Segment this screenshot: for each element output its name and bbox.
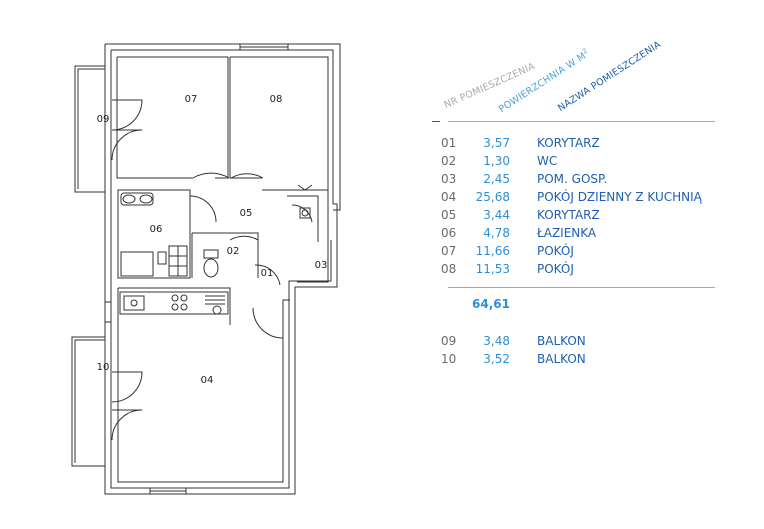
room-name: WC <box>537 154 558 168</box>
room-name: KORYTARZ <box>537 208 600 222</box>
plan-room-label: 07 <box>185 94 198 105</box>
room-name: POM. GOSP. <box>537 172 608 186</box>
header-dash <box>432 121 440 122</box>
room-name: KORYTARZ <box>537 136 600 150</box>
room-number: 08 <box>441 262 457 276</box>
room-area: 4,78 <box>483 226 510 240</box>
room-name: POKÓJ <box>537 244 574 258</box>
plan-room-label: 09 <box>97 114 110 125</box>
plan-room-label: 01 <box>261 268 274 279</box>
room-area: 2,45 <box>483 172 510 186</box>
room-number: 04 <box>441 190 457 204</box>
room-number: 03 <box>441 172 457 186</box>
plan-room-label: 08 <box>270 94 283 105</box>
room-number: 07 <box>441 244 457 258</box>
room-area: 3,48 <box>483 334 510 348</box>
plan-room-label: 05 <box>240 208 253 219</box>
room-area: 11,53 <box>475 262 510 276</box>
room-name: POKÓJ <box>537 262 574 276</box>
room-area: 3,52 <box>483 352 510 366</box>
total-separator <box>448 287 715 288</box>
room-name: POKÓJ DZIENNY Z KUCHNIĄ <box>537 190 702 204</box>
room-name: BALKON <box>537 334 586 348</box>
header-underline <box>448 121 715 122</box>
room-number: 10 <box>441 352 457 366</box>
room-number: 05 <box>441 208 457 222</box>
plan-room-label: 02 <box>227 246 240 257</box>
room-number: 09 <box>441 334 457 348</box>
room-area: 3,57 <box>483 136 510 150</box>
room-number: 02 <box>441 154 457 168</box>
room-area: 25,68 <box>475 190 510 204</box>
plan-room-label: 06 <box>150 224 163 235</box>
plan-room-label: 04 <box>201 375 214 386</box>
room-area: 11,66 <box>475 244 510 258</box>
plan-room-label: 03 <box>315 260 328 271</box>
total-area: 64,61 <box>472 297 510 311</box>
room-number: 01 <box>441 136 457 150</box>
plan-room-label: 10 <box>97 362 110 373</box>
room-number: 06 <box>441 226 457 240</box>
room-name: BALKON <box>537 352 586 366</box>
room-name: ŁAZIENKA <box>537 226 597 240</box>
room-area: 1,30 <box>483 154 510 168</box>
room-area: 3,44 <box>483 208 510 222</box>
